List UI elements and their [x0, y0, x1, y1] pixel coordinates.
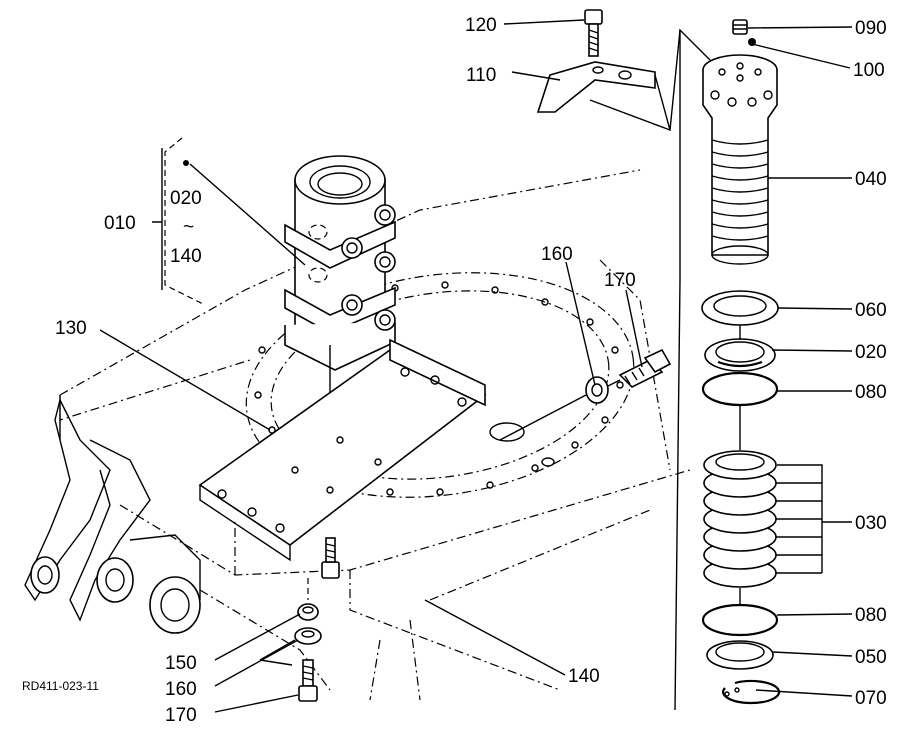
boom-bracket [24, 395, 201, 634]
label-010: 010 [104, 213, 136, 234]
label-120: 120 [465, 15, 497, 36]
label-070: 070 [855, 688, 887, 709]
label-170-upper: 170 [604, 270, 636, 291]
washer-160-upper [585, 376, 609, 404]
label-160-lower: 160 [165, 679, 197, 700]
label-range-end-140: 140 [170, 246, 202, 267]
nut-150 [297, 603, 319, 621]
label-range-tilde: ~ [183, 217, 194, 238]
label-090: 090 [855, 18, 887, 39]
bolt-170-lower [298, 659, 318, 702]
swivel-joint-body [284, 155, 396, 490]
washer-160-lower [294, 627, 322, 645]
label-range-start-020: 020 [170, 188, 202, 209]
o-ring-080-bottom [701, 603, 779, 637]
label-050: 050 [855, 647, 887, 668]
leader-lines [99, 19, 853, 713]
seal-stack-030 [703, 450, 777, 588]
label-140: 140 [568, 666, 600, 687]
bolt-170-upper [618, 348, 672, 388]
snap-ring-070 [722, 679, 781, 705]
label-030: 030 [855, 513, 887, 534]
label-110: 110 [466, 65, 496, 86]
o-ring-080-top [701, 371, 779, 407]
label-130: 130 [55, 318, 87, 339]
rotor-grooves [711, 139, 769, 241]
mounting-plate [198, 338, 487, 562]
label-060: 060 [855, 300, 887, 321]
ring-050 [706, 640, 774, 670]
drawing-code: RD411-023-11 [22, 679, 99, 693]
label-080-top: 080 [855, 382, 887, 403]
label-150: 150 [165, 653, 197, 674]
label-170-lower: 170 [165, 705, 197, 726]
stay-bracket [536, 61, 656, 113]
plug-090 [732, 19, 748, 35]
bolt-120 [584, 9, 603, 57]
part-number-labels: 120 110 090 100 040 060 020 080 030 080 … [22, 15, 887, 726]
label-160-upper: 160 [541, 244, 573, 265]
rotor-040 [702, 54, 778, 265]
nut-upper [321, 537, 340, 579]
backup-ring-060 [701, 290, 779, 326]
seal-020 [704, 338, 776, 372]
label-020: 020 [855, 342, 887, 363]
label-040: 040 [855, 169, 887, 190]
label-100: 100 [853, 60, 885, 81]
label-080-bottom: 080 [855, 605, 887, 626]
